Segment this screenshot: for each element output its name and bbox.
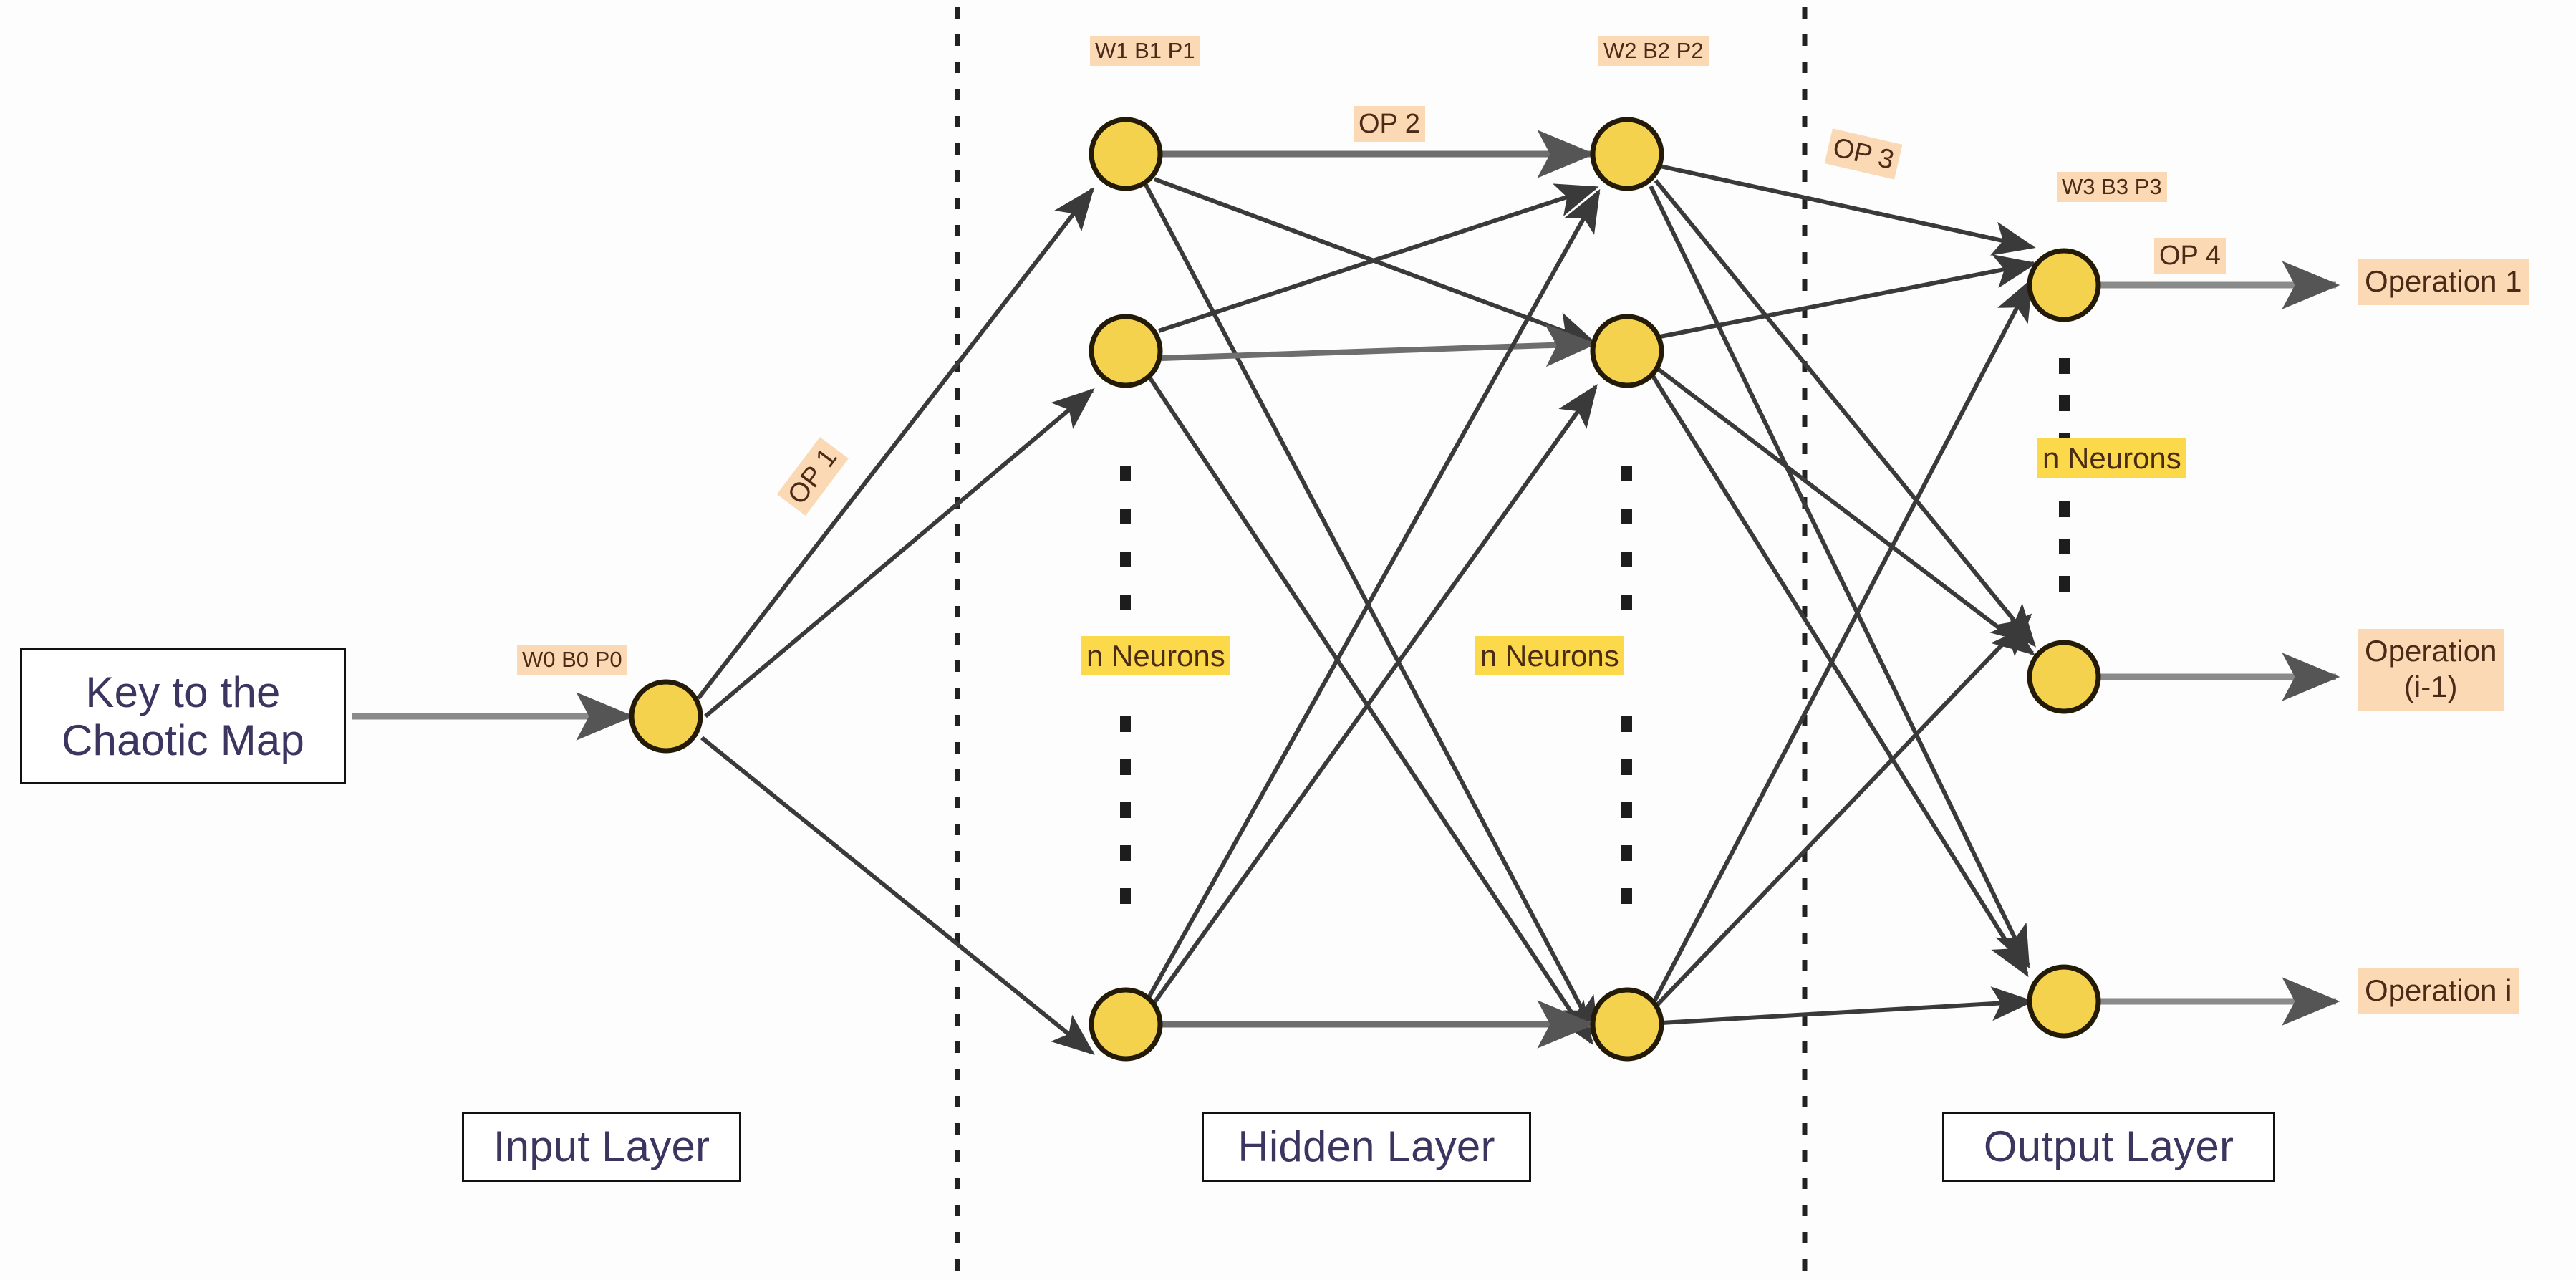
neuron-input-0[interactable] [629, 679, 703, 754]
param-chip-w1: W1 B1 P1 [1090, 36, 1200, 66]
output-label-operation-i-minus-1: Operation (i-1) [2358, 629, 2504, 711]
signal-chip-op-4: OP 4 [2154, 238, 2226, 274]
signal-chip-op-2: OP 2 [1354, 106, 1425, 143]
ellipsis-hidden-col-1 [1120, 466, 1131, 904]
neuron-hidden1-1[interactable] [1089, 314, 1163, 388]
neuron-count-output-col: n Neurons [2037, 438, 2186, 478]
neuron-count-hidden-col-1: n Neurons [1081, 636, 1230, 676]
edges-hidden2-to-output [1649, 164, 2037, 1025]
param-chip-w3: W3 B3 P3 [2057, 172, 2167, 202]
neuron-hidden2-0[interactable] [1590, 117, 1664, 191]
output-label-operation-i: Operation i [2358, 968, 2519, 1015]
param-chip-w2: W2 B2 P2 [1598, 36, 1709, 66]
param-chip-w0: W0 B0 P0 [517, 645, 627, 675]
input-source-box: Key to the Chaotic Map [20, 648, 346, 784]
output-label-operation-1: Operation 1 [2358, 259, 2529, 306]
caption-input-layer: Input Layer [462, 1112, 741, 1182]
output-arrows [2098, 261, 2340, 1026]
edges-input-to-hidden1 [696, 187, 1095, 1056]
neuron-output-0[interactable] [2027, 248, 2101, 322]
ellipsis-hidden-col-2 [1621, 466, 1632, 904]
neuron-count-hidden-col-2: n Neurons [1475, 636, 1624, 676]
caption-hidden-layer: Hidden Layer [1202, 1112, 1531, 1182]
neuron-hidden1-n[interactable] [1089, 987, 1163, 1062]
neuron-hidden2-1[interactable] [1590, 314, 1664, 388]
neuron-output-i[interactable] [2027, 964, 2101, 1039]
neuron-hidden2-n[interactable] [1590, 987, 1664, 1062]
neuron-output-i-1[interactable] [2027, 640, 2101, 714]
neuron-hidden1-0[interactable] [1089, 117, 1163, 191]
caption-output-layer: Output Layer [1942, 1112, 2275, 1182]
edges-hidden1-to-hidden2 [1144, 130, 1601, 1049]
